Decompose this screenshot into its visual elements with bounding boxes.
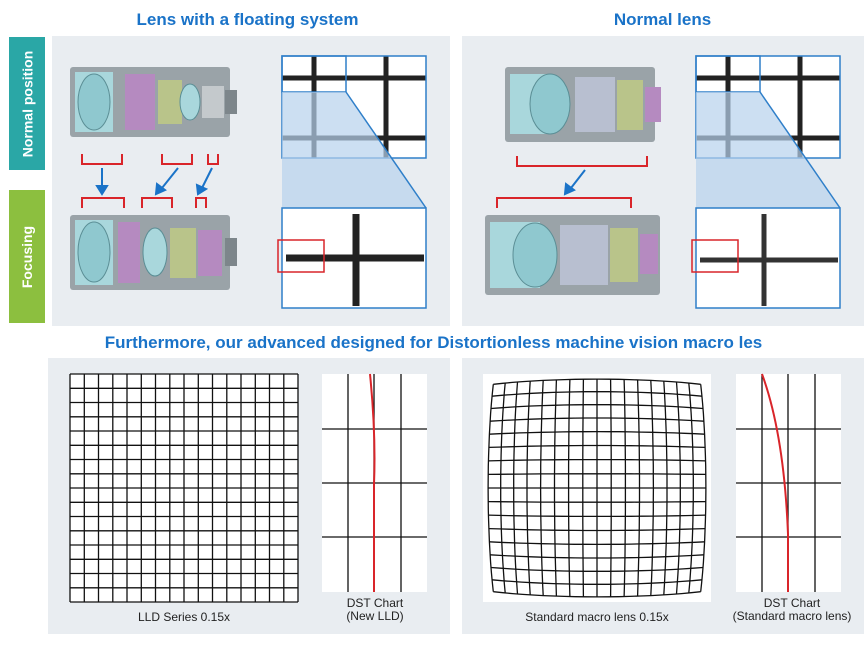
normal-lens-normal-illustration: [505, 67, 661, 142]
grid-line-horizontal: [488, 527, 706, 532]
caption-lld-series: LLD Series 0.15x: [137, 610, 231, 624]
caption-dst-new-lld-line1: DST Chart: [346, 596, 404, 610]
caption-standard-macro: Standard macro lens 0.15x: [525, 610, 669, 624]
grid-line-horizontal: [493, 591, 701, 598]
grid-line-horizontal: [489, 541, 705, 546]
side-label-normal-position-text: Normal position: [19, 50, 35, 157]
grid-line-horizontal: [488, 514, 706, 518]
normal-zoom-detail: [691, 55, 841, 309]
floating-lens-normal-illustration: [70, 67, 237, 137]
floating-lens-focusing-illustration: [70, 215, 237, 290]
side-label-focusing-text: Focusing: [19, 225, 36, 288]
grid-line-horizontal: [488, 500, 706, 503]
grid-line-vertical: [688, 383, 694, 593]
dst-chart-standard: [736, 373, 841, 592]
grid-line-vertical: [700, 384, 707, 592]
normal-brackets-arrows: [496, 156, 648, 208]
heading-normal-lens: Normal lens: [613, 10, 712, 29]
caption-dst-standard-line1: DST Chart: [763, 596, 821, 610]
caption-dst-standard: DST Chart (Standard macro lens): [718, 597, 866, 623]
side-label-normal-position: Normal position: [9, 37, 45, 170]
caption-dst-new-lld: DST Chart (New LLD): [310, 597, 440, 623]
floating-brackets-arrows: [81, 154, 219, 208]
caption-dst-standard-line2: (Standard macro lens): [732, 609, 852, 623]
grid-line-vertical: [636, 379, 641, 597]
lld-distortion-grid: [69, 373, 299, 603]
grid-line-horizontal: [490, 554, 704, 559]
grid-line-vertical: [663, 381, 668, 595]
dst-chart-new-lld: [322, 373, 427, 592]
heading-furthermore: Furthermore, our advanced designed for D…: [104, 333, 763, 352]
grid-line-horizontal: [492, 579, 702, 585]
standard-distortion-grid: [483, 374, 711, 602]
caption-dst-new-lld-line2: (New LLD): [346, 609, 404, 623]
heading-floating-system: Lens with a floating system: [136, 10, 359, 29]
grid-line-vertical: [675, 381, 681, 595]
side-label-focusing: Focusing: [9, 190, 45, 323]
grid-line-vertical: [623, 379, 627, 597]
normal-lens-focusing-illustration: [485, 215, 660, 295]
grid-line-vertical: [609, 379, 612, 597]
grid-line-vertical: [650, 380, 655, 596]
dst-distortion-curve: [369, 373, 376, 592]
grid-line-horizontal: [490, 566, 704, 572]
dst-distortion-curve: [761, 373, 789, 592]
floating-zoom-detail: [277, 55, 427, 309]
